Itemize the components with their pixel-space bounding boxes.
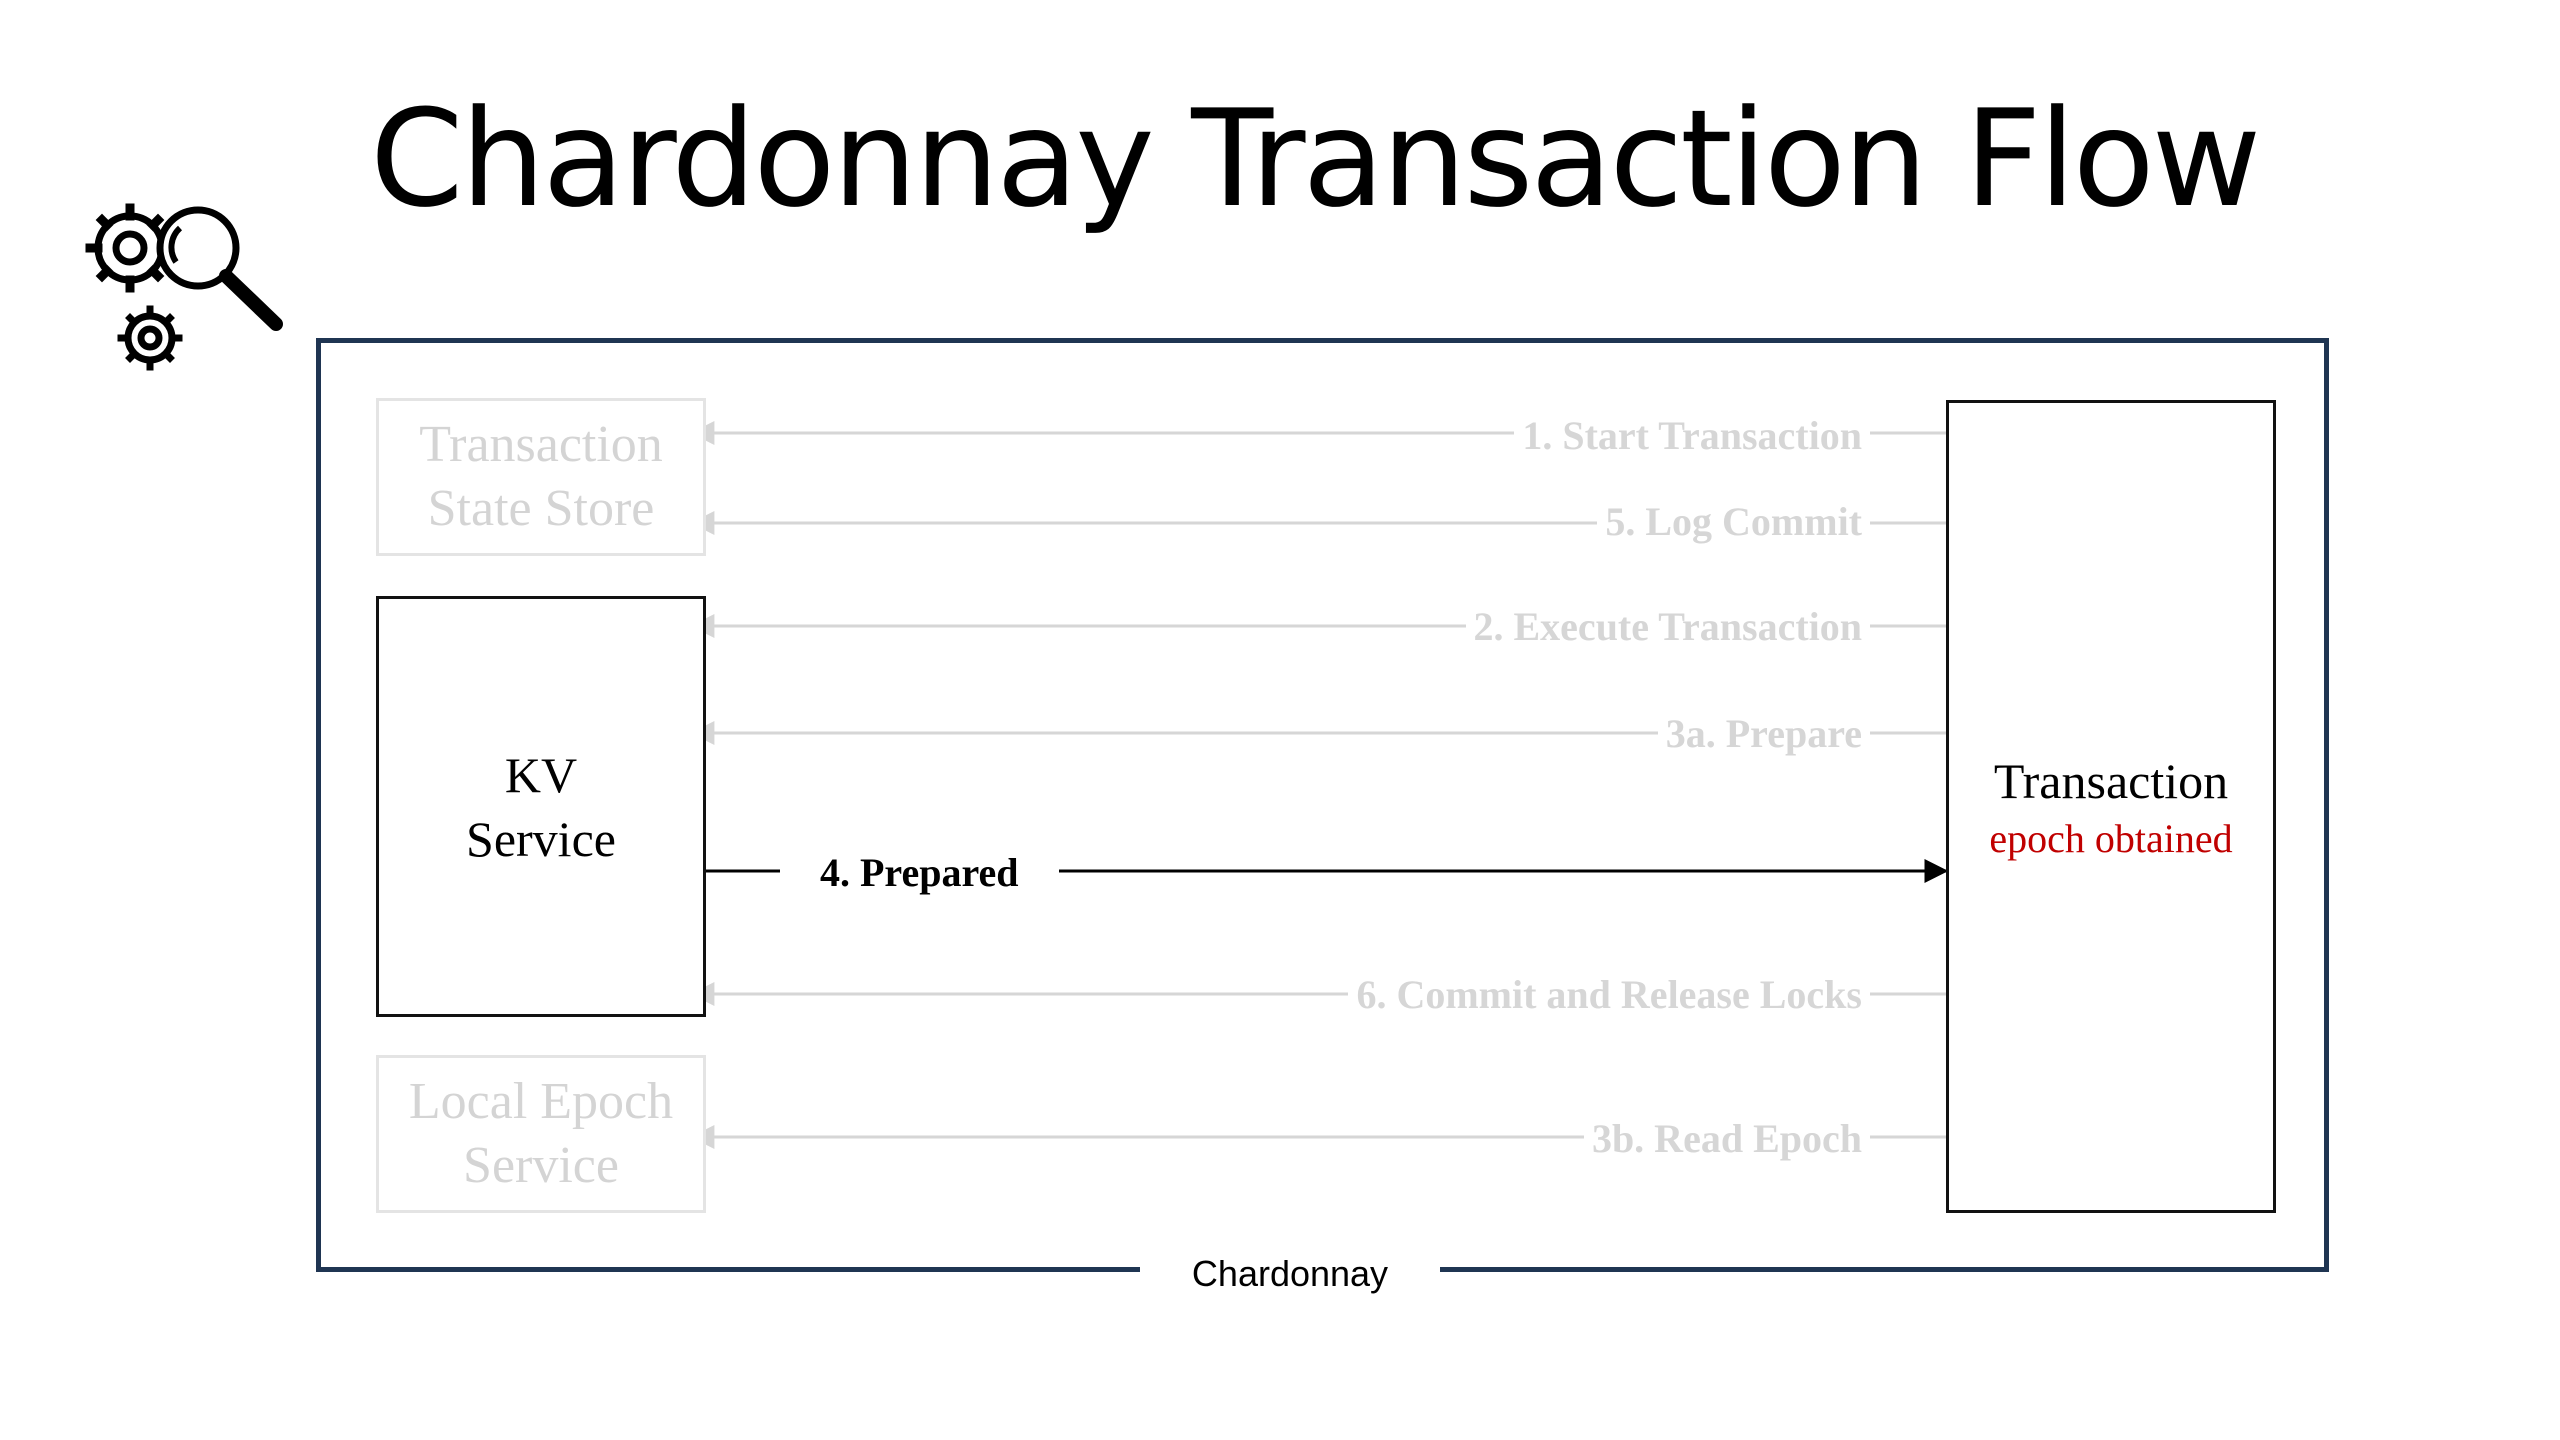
transaction-epoch-status: epoch obtained — [1989, 815, 2233, 861]
epoch-service-line1: Local Epoch — [408, 1073, 674, 1130]
state-store-line2: State Store — [427, 480, 655, 537]
transaction-state-store-box: Transaction State Store — [376, 398, 706, 556]
kv-service-line2: Service — [466, 810, 616, 867]
label-prepare: 3a. Prepare — [1657, 712, 1870, 756]
kv-service-line1: KV — [504, 746, 578, 803]
frame-label: Chardonnay — [1140, 1255, 1440, 1293]
label-read-epoch: 3b. Read Epoch — [1583, 1117, 1870, 1161]
kv-service-box: KV Service — [376, 596, 706, 1017]
state-store-line1: Transaction — [419, 416, 663, 473]
transaction-line1: Transaction — [1993, 752, 2229, 809]
label-commit-release: 6. Commit and Release Locks — [1348, 973, 1870, 1017]
label-execute-transaction: 2. Execute Transaction — [1465, 605, 1870, 649]
gears-magnifier-icon — [85, 203, 283, 371]
label-start-transaction: 1. Start Transaction — [1514, 414, 1870, 458]
slide-title: Chardonnay Transaction Flow — [370, 81, 2261, 237]
transaction-box: Transaction epoch obtained — [1946, 400, 2276, 1213]
epoch-service-line2: Service — [463, 1137, 619, 1194]
label-log-commit: 5. Log Commit — [1597, 500, 1870, 544]
local-epoch-service-box: Local Epoch Service — [376, 1055, 706, 1213]
label-prepared: 4. Prepared — [780, 851, 1059, 895]
